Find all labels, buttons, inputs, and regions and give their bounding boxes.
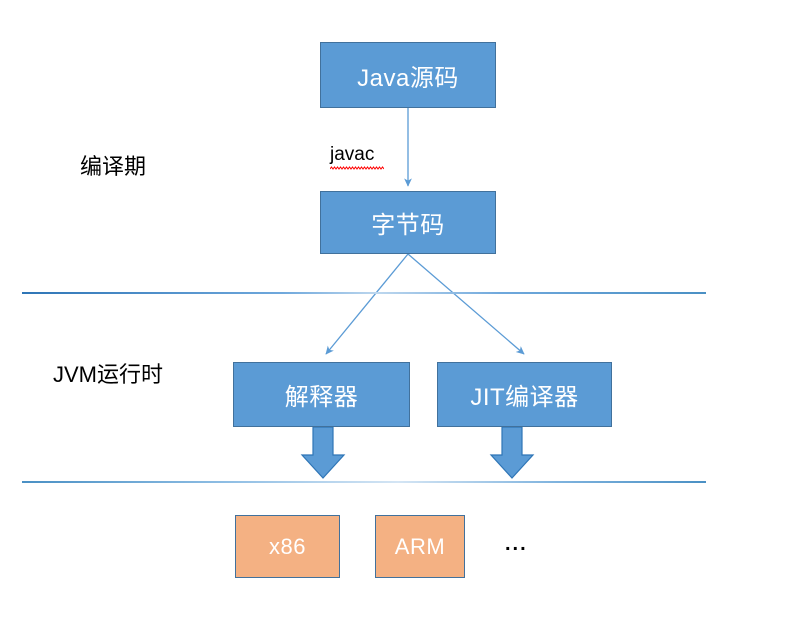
stage-label-compile-time: 编译期 [80, 154, 147, 179]
block-arrow-interpreter-down [300, 426, 346, 479]
stage-label-jvm-runtime: JVM运行时 [53, 362, 164, 387]
node-arm[interactable]: ARM [375, 515, 465, 578]
node-java-source[interactable]: Java源码 [320, 42, 496, 108]
edge-bytecode-to-interpreter [325, 253, 409, 355]
node-bytecode[interactable]: 字节码 [320, 191, 496, 254]
spellcheck-squiggle-icon [330, 166, 384, 170]
block-arrow-jit-down [489, 426, 535, 479]
edge-bytecode-to-jit [407, 253, 525, 355]
node-interpreter[interactable]: 解释器 [233, 362, 410, 427]
node-x86[interactable]: x86 [235, 515, 340, 578]
node-more-architectures-ellipsis: ... [505, 533, 528, 555]
edge-label-javac: javac [330, 144, 375, 165]
node-jit-compiler[interactable]: JIT编译器 [437, 362, 612, 427]
divider-runtime-hardware [22, 481, 706, 483]
divider-compile-runtime [22, 292, 706, 294]
